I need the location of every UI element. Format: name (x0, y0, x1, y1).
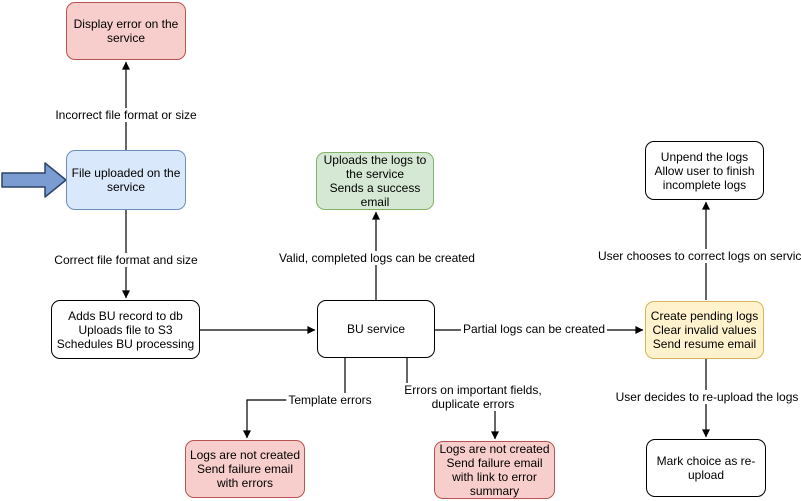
entry-arrow-icon[interactable] (1, 162, 67, 198)
node-bu-service-label: BU service (346, 322, 405, 336)
node-display-error[interactable]: Display error on the service (66, 2, 186, 60)
edge-label-user-correct: User chooses to correct logs on service (595, 249, 801, 263)
node-adds-bu-record[interactable]: Adds BU record to db Uploads file to S3 … (51, 300, 200, 359)
node-create-pending-logs[interactable]: Create pending logs Clear invalid values… (645, 301, 764, 359)
edge-label-correct-file: Correct file format and size (52, 253, 200, 267)
node-unpend-logs-label: Unpend the logs Allow user to finish inc… (654, 149, 755, 192)
node-mark-choice-reupload[interactable]: Mark choice as re- upload (646, 439, 766, 497)
edge-label-field-errors: Errors on important fields, duplicate er… (402, 383, 544, 411)
edge-label-valid-logs: Valid, completed logs can be created (277, 251, 477, 265)
edge-label-partial-logs: Partial logs can be created (460, 322, 608, 336)
edge-label-user-reupload: User decides to re-upload the logs (613, 390, 801, 404)
node-create-pending-logs-label: Create pending logs Clear invalid values… (650, 309, 759, 351)
node-display-error-label: Display error on the service (73, 17, 179, 45)
edge-label-incorrect-file: Incorrect file format or size (53, 108, 199, 122)
node-logs-not-created-summary-label: Logs are not created Send failure email … (439, 442, 550, 498)
node-file-uploaded[interactable]: File uploaded on the service (66, 150, 186, 210)
edge-label-template-errors: Template errors (286, 393, 374, 407)
node-logs-not-created-errors-label: Logs are not created Send failure email … (189, 448, 301, 490)
node-uploads-logs-success-label: Uploads the logs to the service Sends a … (323, 153, 427, 209)
node-logs-not-created-errors[interactable]: Logs are not created Send failure email … (185, 440, 305, 498)
node-adds-bu-record-label: Adds BU record to db Uploads file to S3 … (56, 308, 195, 351)
node-unpend-logs[interactable]: Unpend the logs Allow user to finish inc… (645, 141, 764, 200)
node-bu-service[interactable]: BU service (317, 300, 435, 358)
node-mark-choice-reupload-label: Mark choice as re- upload (656, 454, 756, 482)
node-file-uploaded-label: File uploaded on the service (71, 166, 181, 194)
node-uploads-logs-success[interactable]: Uploads the logs to the service Sends a … (316, 152, 434, 210)
node-logs-not-created-summary[interactable]: Logs are not created Send failure email … (434, 441, 555, 499)
